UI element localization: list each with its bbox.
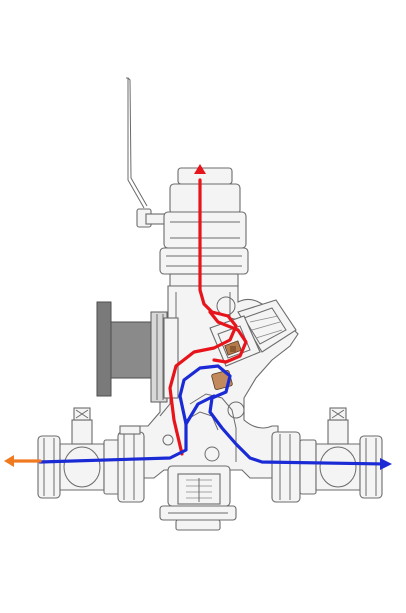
right-ball-valve — [271, 407, 383, 503]
bypass-spring-housing — [159, 465, 237, 531]
hot-outlet-arrow-icon — [194, 164, 206, 174]
mixed-outlet-arrow-icon — [4, 455, 14, 467]
hot-flow-path — [168, 178, 238, 456]
cold-flow-path — [38, 364, 388, 466]
pump-motor — [96, 301, 179, 403]
left-ball-valve — [37, 407, 145, 503]
hot-flow-branch — [208, 310, 248, 364]
cold-flow-branch — [184, 394, 216, 426]
ball-valve-lever[interactable] — [126, 77, 169, 228]
cold-inlet-arrow-icon — [380, 458, 392, 470]
top-outlet-fitting — [159, 167, 249, 287]
